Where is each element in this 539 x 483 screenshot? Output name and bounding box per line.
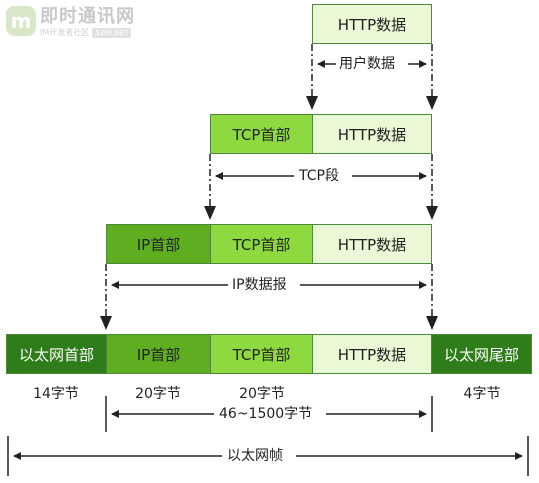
row3-tcp-header-box: TCP首部 <box>210 224 313 264</box>
row3-http-data-box: HTTP数据 <box>312 224 432 264</box>
row4-ethernet-trailer-box: 以太网尾部 <box>431 334 532 374</box>
row2-http-data-box: HTTP数据 <box>312 114 432 154</box>
drop-arrowhead-3a <box>100 316 112 330</box>
size-label-ethernet-header: 14字节 <box>33 386 79 402</box>
drop-arrowhead-2a <box>204 206 216 220</box>
row4-http-data-box: HTTP数据 <box>312 334 432 374</box>
row3-span-label: IP数据报 <box>229 276 290 294</box>
drop-arrowhead-1b <box>426 96 438 110</box>
logo-tag: 52IM.NET <box>92 28 132 38</box>
logo-subtitle-text: IM开发者社区 <box>40 28 90 37</box>
logo-title: 即时通讯网 <box>40 6 135 27</box>
drop-arrowhead-2b <box>426 206 438 220</box>
size-label-ethernet-trailer: 4字节 <box>463 386 501 402</box>
frame-span-label: 以太网帧 <box>224 447 286 465</box>
row2-span-label: TCP段 <box>296 167 342 185</box>
row4-ethernet-header-box: 以太网首部 <box>6 334 107 374</box>
row2-tcp-header-box: TCP首部 <box>210 114 313 154</box>
size-label-tcp-header: 20字节 <box>239 386 285 402</box>
row1-span-label: 用户数据 <box>336 55 398 73</box>
size-label-ip-header: 20字节 <box>135 386 181 402</box>
drop-arrowhead-1a <box>306 96 318 110</box>
row1-http-data-box: HTTP数据 <box>312 4 432 44</box>
payload-span-label: 46~1500字节 <box>216 405 316 423</box>
logo-mark-icon: m <box>6 6 36 36</box>
row4-ip-header-box: IP首部 <box>106 334 211 374</box>
row4-tcp-header-box: TCP首部 <box>210 334 313 374</box>
drop-arrowhead-3b <box>426 316 438 330</box>
row3-ip-header-box: IP首部 <box>106 224 211 264</box>
